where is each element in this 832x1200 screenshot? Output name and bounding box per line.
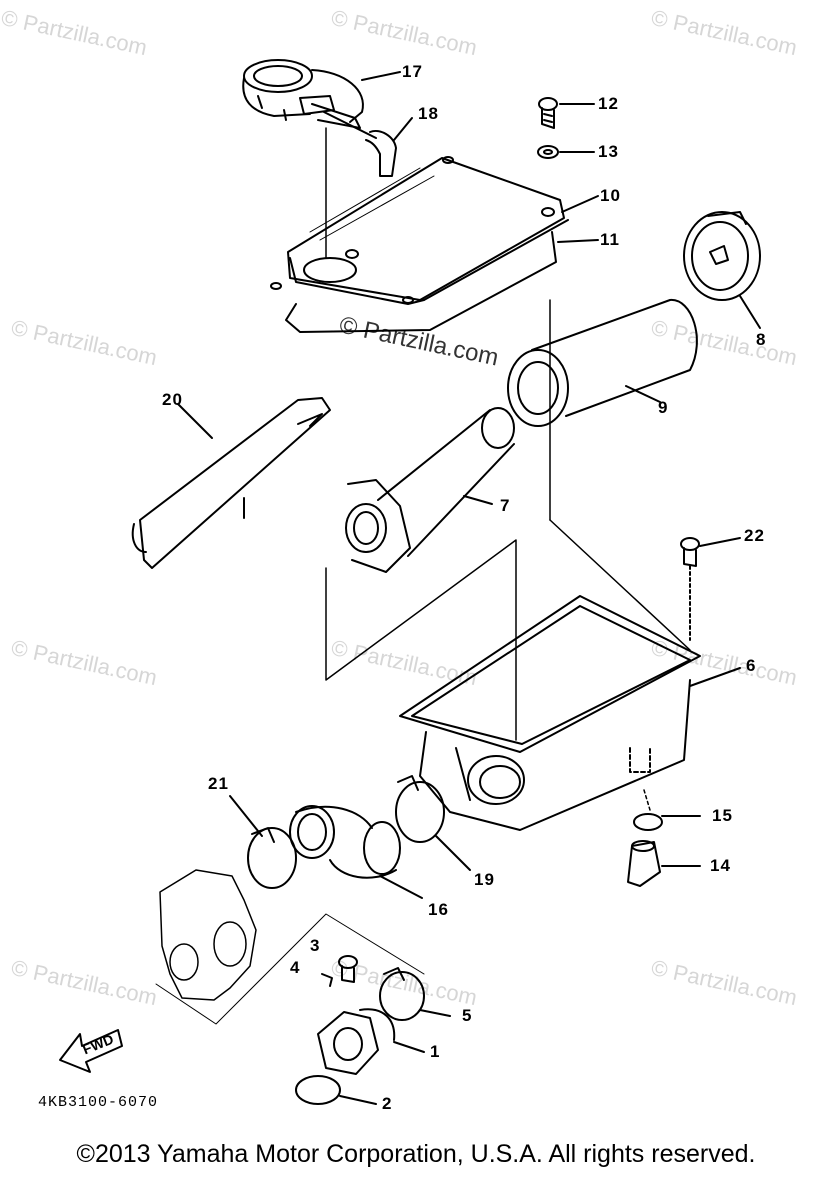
part-8-element-cap (683, 211, 761, 329)
copyright-notice: ©2013 Yamaha Motor Corporation, U.S.A. A… (76, 1140, 756, 1168)
part-22-bolt (680, 537, 741, 641)
part-12-screw (538, 97, 595, 129)
callout-19: 19 (474, 870, 495, 889)
callout-9: 9 (658, 398, 669, 417)
callout-2: 2 (382, 1094, 393, 1113)
part-6-airbox-case (399, 595, 741, 831)
part-15-clip (633, 813, 701, 831)
callout-18: 18 (418, 104, 439, 123)
part-20-side-cover (131, 397, 331, 569)
callout-22: 22 (744, 526, 765, 545)
callout-10: 10 (600, 186, 621, 205)
part-4-clip (321, 973, 333, 987)
callout-15: 15 (712, 806, 733, 825)
callout-21: 21 (208, 774, 229, 793)
part-19-clamp-band (395, 775, 471, 871)
callout-17: 17 (402, 62, 423, 81)
part-7-element-guide (345, 407, 515, 573)
part-5-clamp-band (379, 967, 451, 1021)
carburetor-outline (155, 869, 425, 1025)
callout-13: 13 (598, 142, 619, 161)
callout-12: 12 (598, 94, 619, 113)
part-13-washer (537, 145, 595, 159)
part-21-clamp-band (229, 795, 297, 889)
callout-11: 11 (600, 230, 620, 249)
callout-8: 8 (756, 330, 767, 349)
part-11-gasket (285, 231, 599, 333)
callout-14: 14 (710, 856, 731, 875)
callout-20: 20 (162, 390, 183, 409)
part-16-intake-joint (289, 805, 423, 899)
part-17-duct-cap (242, 59, 401, 129)
part-18-breather-hose (323, 111, 413, 177)
callout-7: 7 (500, 496, 511, 515)
part-10-airbox-cover (270, 156, 599, 305)
part-14-drain-cap (627, 840, 701, 887)
diagram-part-code: 4KB3100-6070 (38, 1094, 159, 1111)
part-3-screw (338, 955, 358, 983)
part-9-air-filter-element (507, 298, 698, 427)
forward-arrow-icon (59, 1029, 123, 1073)
part-2-o-ring (295, 1075, 377, 1105)
callout-16: 16 (428, 900, 449, 919)
callout-6: 6 (746, 656, 757, 675)
callout-4: 4 (290, 958, 301, 977)
callout-3: 3 (310, 936, 321, 955)
callout-5: 5 (462, 1006, 473, 1025)
part-1-carburetor-joint (317, 1008, 425, 1075)
callout-1: 1 (430, 1042, 441, 1061)
assembly-guide-lines (325, 127, 691, 811)
